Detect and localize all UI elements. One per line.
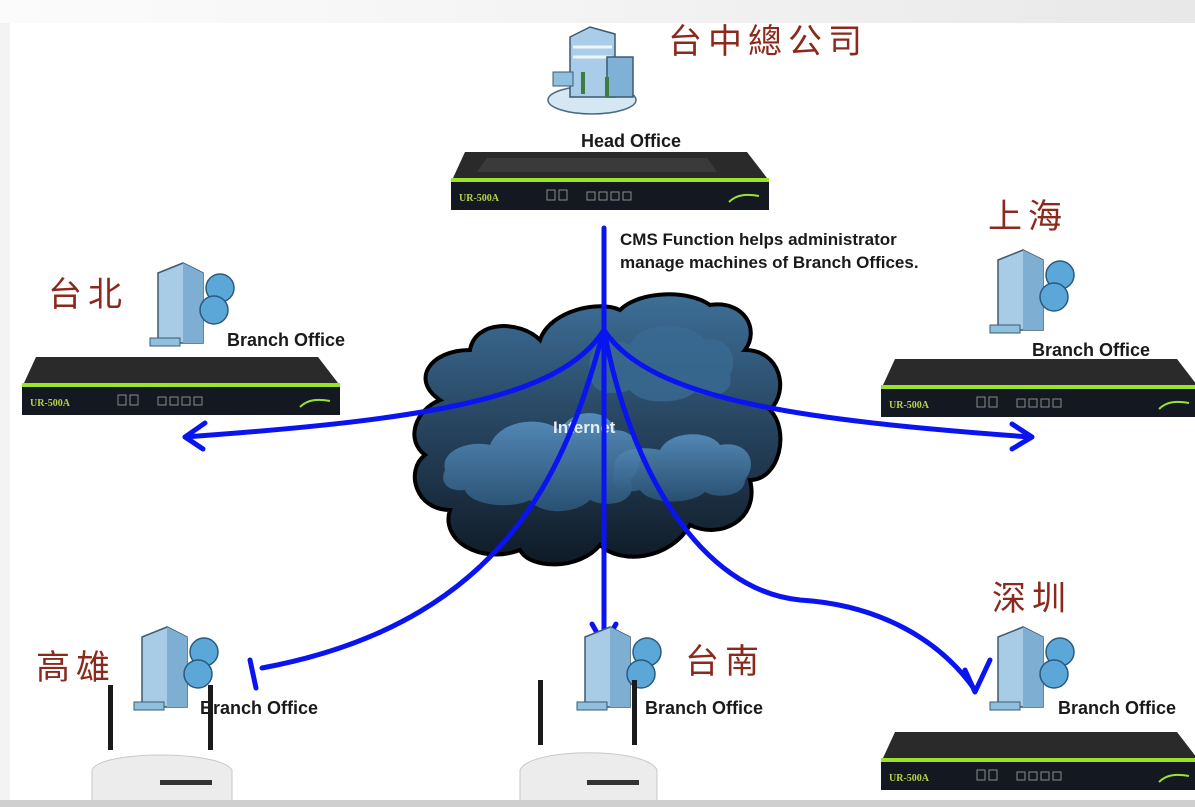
branch-label-taipei: Branch Office — [227, 330, 346, 350]
branch-label-shanghai: Branch Office — [1032, 340, 1151, 360]
head-office-label: Head Office — [581, 131, 682, 151]
branch-label-kaohsiung: Branch Office — [200, 698, 319, 718]
head-office-city: 台中總公司 — [668, 22, 868, 62]
head-office-building-icon — [547, 26, 637, 115]
branch-building-icon — [133, 626, 219, 711]
device-model-label: UR-500A — [889, 773, 930, 784]
branch-label-shenzhen: Branch Office — [1058, 698, 1177, 718]
branch-router-device-shanghai: UR-500A — [881, 359, 1195, 417]
device-model-label: UR-500A — [889, 400, 930, 411]
device-model-label: UR-500A — [459, 193, 500, 204]
device-model-label: UR-500A — [30, 398, 71, 409]
arrowhead-shenzhen — [962, 657, 993, 695]
wireless-router-icon — [519, 680, 658, 807]
head-office-router-device: UR-500A — [451, 152, 769, 210]
branch-city-shanghai: 上海 — [988, 197, 1068, 237]
arrowhead-shanghai — [1009, 421, 1035, 452]
branch-city-taipei: 台北 — [48, 275, 128, 315]
arrowhead-kaohsiung — [247, 657, 259, 691]
branch-label-tainan: Branch Office — [645, 698, 764, 718]
arrow-to-taipei — [182, 327, 607, 440]
arrow-to-shenzhen — [601, 327, 978, 693]
branch-router-device-shenzhen: UR-500A — [881, 732, 1195, 790]
cms-note: CMS Function helps administrator manage … — [620, 228, 919, 274]
wireless-router-icon — [91, 685, 233, 807]
arrow-to-shanghai — [601, 327, 1033, 440]
branch-city-kaohsiung: 高雄 — [36, 648, 116, 688]
branch-building-icon — [989, 249, 1075, 334]
cloud-highlight — [612, 434, 751, 502]
cms-note-line1: CMS Function helps administrator — [620, 230, 897, 249]
arrow-to-kaohsiung — [259, 327, 607, 671]
bottom-bar — [0, 800, 1195, 807]
cloud-highlight — [443, 413, 641, 512]
branch-city-shenzhen: 深圳 — [992, 579, 1072, 619]
cms-note-line2: manage machines of Branch Offices. — [620, 253, 919, 272]
branch-building-icon — [576, 626, 662, 711]
top-bar — [0, 0, 1195, 23]
cloud-highlight — [589, 325, 734, 402]
branch-city-tainan: 台南 — [685, 642, 765, 682]
arrowhead-taipei — [182, 420, 208, 452]
branch-building-icon — [149, 262, 235, 347]
branch-router-device-taipei: UR-500A — [22, 357, 340, 415]
branch-building-icon — [989, 626, 1075, 711]
left-bar — [0, 23, 10, 807]
